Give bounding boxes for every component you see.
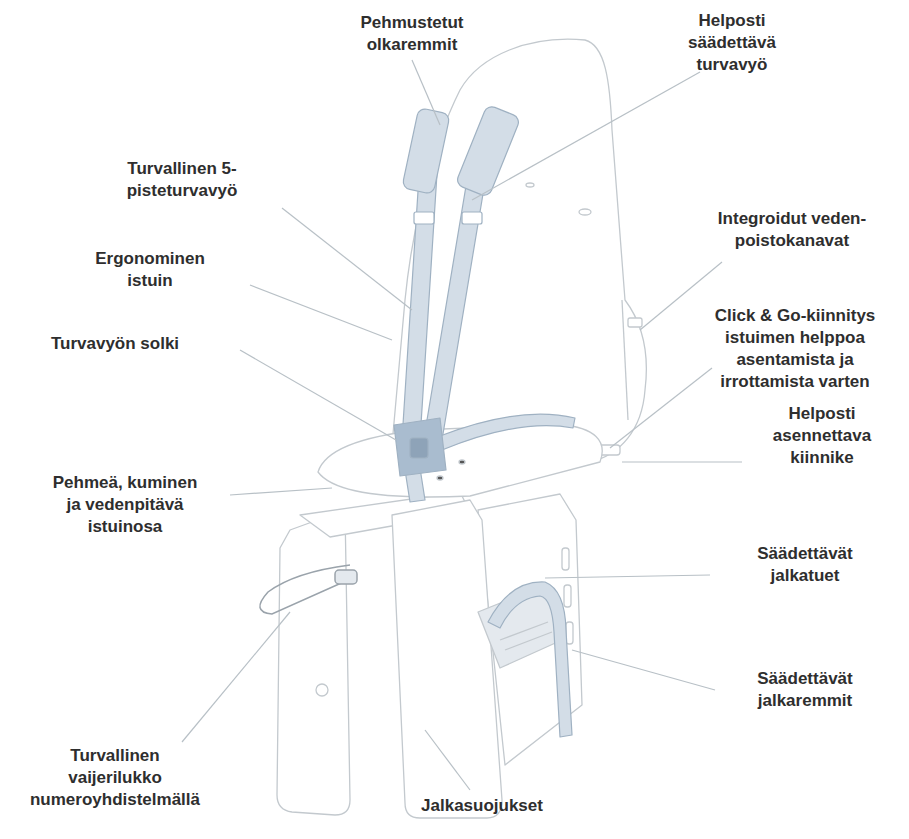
callout-label: Säädettävät jalkaremmit: [745, 668, 865, 712]
callout-label: Turvavyön solki: [15, 333, 215, 355]
leader-line: [412, 60, 440, 125]
cable-lock-body: [335, 570, 357, 584]
leader-line: [240, 350, 396, 440]
leader-line: [622, 461, 742, 462]
foot-strap: [488, 582, 572, 737]
callout-label: Pehmustetut olkaremmit: [347, 12, 477, 56]
leader-line: [572, 650, 715, 690]
leader-line: [282, 208, 412, 310]
right-leg-guard: [392, 500, 502, 818]
callout-label: Jalkasuojukset: [382, 795, 582, 817]
seat-hole: [459, 460, 465, 464]
leader-line: [545, 575, 710, 578]
leader-line: [230, 488, 332, 495]
vent-slot: [526, 183, 534, 187]
leader-line: [610, 368, 712, 448]
buckle: [394, 418, 446, 476]
leader-line: [472, 72, 700, 200]
shoulder-pad: [455, 104, 521, 197]
callout-label: Turvallinen 5-pisteturvavyö: [97, 158, 267, 202]
callout-label: Integroidut veden- poistokanavat: [707, 208, 877, 252]
adjust-slot: [564, 585, 571, 607]
drain-channel: [622, 300, 628, 420]
callout-label: Helposti asennettava kiinnike: [762, 403, 882, 469]
leader-line: [425, 730, 470, 790]
callout-label: Pehmeä, kuminen ja vedenpitävä istuinosa: [50, 472, 200, 538]
left-leg-guard: [277, 510, 350, 815]
callout-label: Click & Go-kiinnitys istuimen helppoa as…: [695, 305, 895, 393]
leader-line: [182, 612, 290, 742]
seat-hole: [437, 476, 443, 480]
callout-label: Ergonominen istuin: [85, 248, 215, 292]
vent-slot: [579, 209, 591, 215]
callout-label: Säädettävät jalkatuet: [745, 543, 865, 587]
leader-line: [640, 262, 722, 330]
callout-label: Helposti säädettävä turvavyö: [672, 10, 792, 76]
buckle-button: [410, 438, 428, 458]
strap-adjuster: [414, 212, 434, 224]
backrest: [392, 39, 646, 462]
callout-label: Turvallinen vaijerilukko numeroyhdistelm…: [28, 745, 203, 811]
leader-line: [250, 285, 392, 340]
footrest-tread: [500, 622, 552, 650]
adjust-slot: [562, 548, 569, 570]
waist-strap: [440, 414, 575, 450]
click-mount: [628, 318, 642, 327]
shoulder-pad: [402, 108, 450, 195]
strap-adjuster: [462, 212, 482, 224]
brand-mark: [316, 684, 328, 696]
